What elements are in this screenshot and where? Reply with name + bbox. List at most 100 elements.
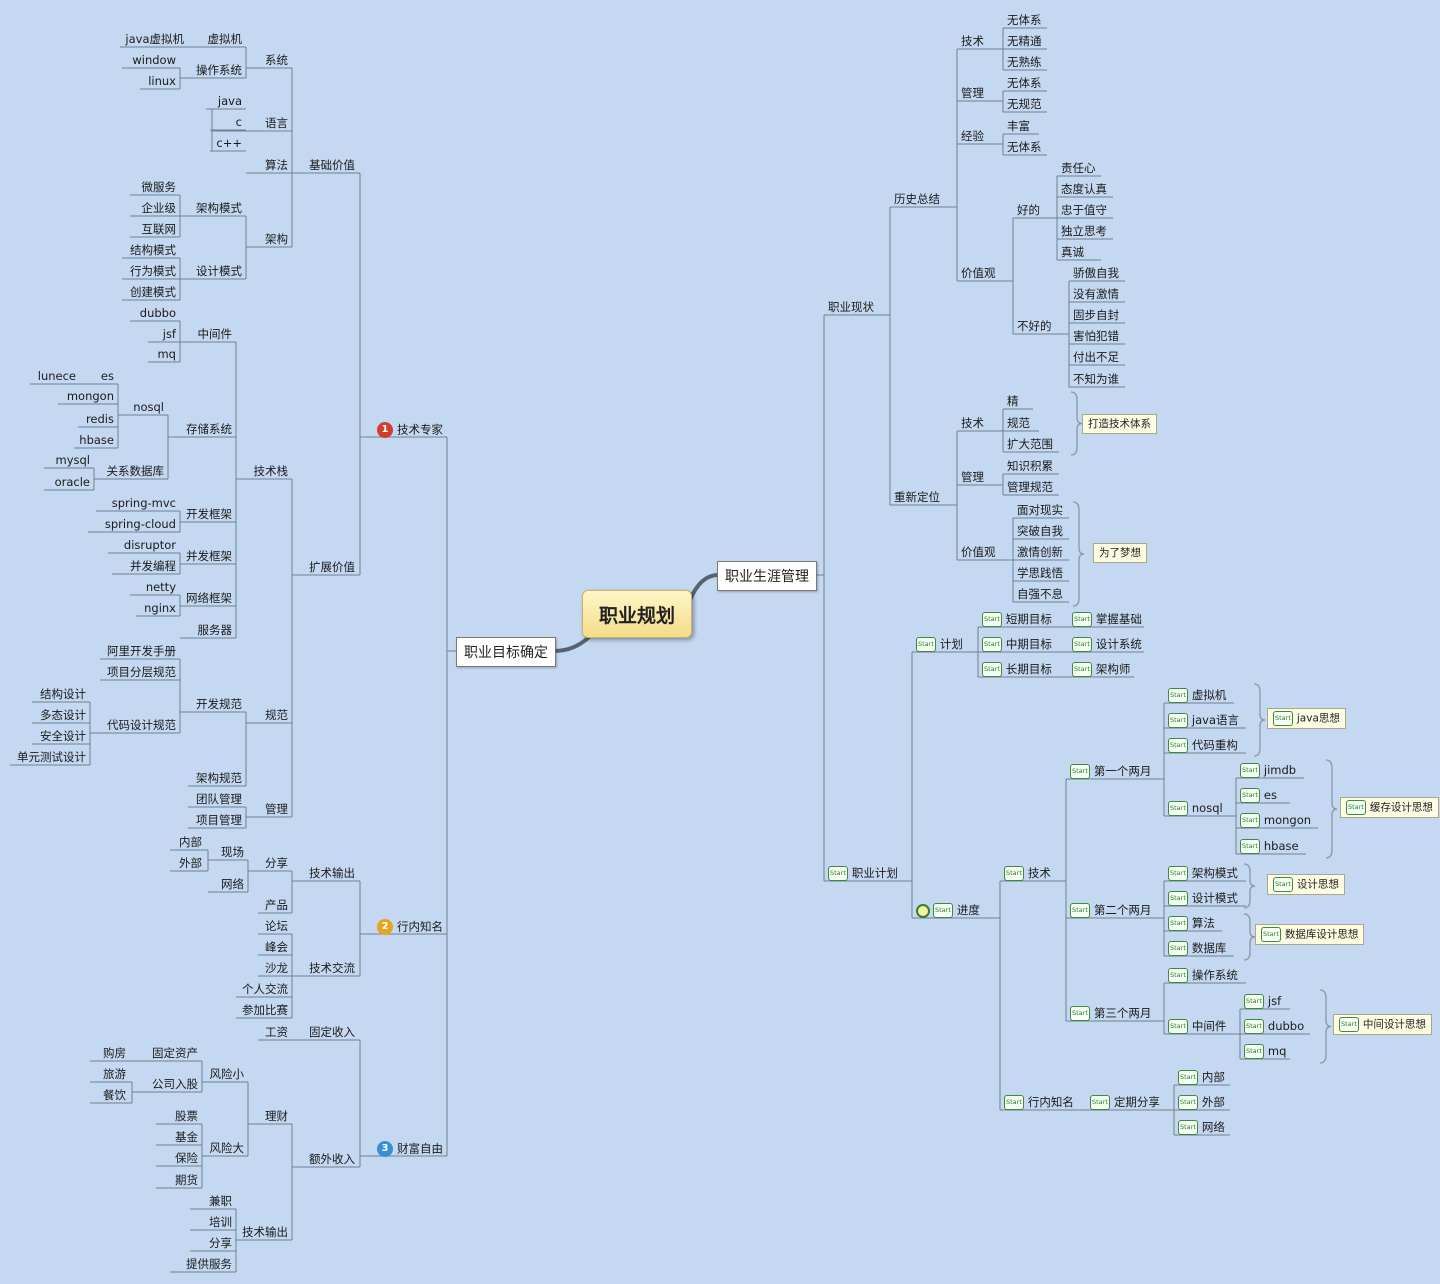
topic-node[interactable]: 中间件 bbox=[198, 327, 233, 341]
topic-node[interactable]: jsf bbox=[163, 327, 176, 341]
topic-node[interactable]: 技术栈 bbox=[254, 464, 289, 478]
topic-node[interactable]: java虚拟机 bbox=[125, 32, 184, 46]
topic-node[interactable]: 风险大 bbox=[210, 1141, 245, 1155]
topic-node[interactable]: 项目管理 bbox=[196, 813, 242, 827]
topic-node[interactable]: c bbox=[236, 115, 242, 129]
topic-node[interactable]: es bbox=[101, 369, 114, 383]
topic-node[interactable]: 并发框架 bbox=[186, 549, 232, 563]
topic-node[interactable]: 架构规范 bbox=[196, 771, 242, 785]
topic-node[interactable]: 行为模式 bbox=[130, 264, 176, 278]
topic-node[interactable]: 内部 bbox=[179, 835, 202, 849]
topic-node[interactable]: 虚拟机 bbox=[208, 32, 243, 46]
topic-node[interactable]: 语言 bbox=[265, 116, 288, 130]
topic-node[interactable]: 个人交流 bbox=[242, 982, 288, 996]
topic-node[interactable]: 丰富 bbox=[1007, 119, 1030, 133]
topic-node[interactable]: 企业级 bbox=[142, 201, 177, 215]
topic-node[interactable]: 单元测试设计 bbox=[17, 750, 86, 764]
topic-node[interactable]: 网络框架 bbox=[186, 591, 232, 605]
topic-node[interactable]: linux bbox=[148, 74, 176, 88]
topic-node[interactable]: 忠于值守 bbox=[1061, 203, 1107, 217]
topic-node[interactable]: 架构 bbox=[265, 232, 288, 246]
topic-node[interactable]: 好的 bbox=[1017, 203, 1040, 217]
topic-node[interactable]: 微服务 bbox=[142, 180, 177, 194]
topic-node[interactable]: 培训 bbox=[209, 1215, 232, 1229]
topic-node[interactable]: 学思践悟 bbox=[1017, 566, 1063, 580]
topic-node[interactable]: 激情创新 bbox=[1017, 545, 1063, 559]
topic-node[interactable]: 外部 bbox=[179, 856, 202, 870]
topic-node[interactable]: 扩展价值 bbox=[309, 560, 355, 574]
topic-node[interactable]: 无规范 bbox=[1007, 97, 1042, 111]
topic-node[interactable]: 技术 bbox=[961, 34, 984, 48]
topic-node[interactable]: c++ bbox=[216, 136, 242, 150]
topic-node[interactable]: 价值观 bbox=[961, 545, 996, 559]
topic-node[interactable]: 职业现状 bbox=[828, 300, 874, 314]
topic-node[interactable]: 基金 bbox=[175, 1130, 198, 1144]
topic-node[interactable]: 重新定位 bbox=[894, 490, 940, 504]
topic-node[interactable]: 旅游 bbox=[103, 1067, 126, 1081]
topic-node[interactable]: 无熟练 bbox=[1007, 55, 1042, 69]
topic-node[interactable]: 存储系统 bbox=[186, 422, 232, 436]
topic-node[interactable]: 技术输出 bbox=[242, 1225, 288, 1239]
topic-node[interactable]: redis bbox=[86, 412, 114, 426]
topic-node[interactable]: mq bbox=[157, 347, 176, 361]
topic-node[interactable]: 风险小 bbox=[210, 1067, 245, 1081]
topic-node[interactable]: 没有激情 bbox=[1073, 287, 1119, 301]
topic-node[interactable]: 历史总结 bbox=[894, 192, 940, 206]
topic-node[interactable]: 安全设计 bbox=[40, 729, 86, 743]
topic-node[interactable]: 项目分层规范 bbox=[107, 665, 176, 679]
topic-node[interactable]: 技术交流 bbox=[309, 961, 355, 975]
topic-node[interactable]: 扩大范围 bbox=[1007, 437, 1053, 451]
main-topic-goal[interactable]: 职业目标确定 bbox=[456, 637, 556, 667]
topic-node[interactable]: 分享 bbox=[209, 1236, 232, 1250]
root-topic[interactable]: 职业规划 bbox=[582, 590, 692, 638]
topic-node[interactable]: 不好的 bbox=[1017, 319, 1052, 333]
topic-node[interactable]: 价值观 bbox=[961, 266, 996, 280]
topic-node[interactable]: 沙龙 bbox=[265, 961, 288, 975]
topic-node[interactable]: 代码设计规范 bbox=[107, 718, 176, 732]
topic-node[interactable]: 服务器 bbox=[198, 623, 233, 637]
topic-node[interactable]: spring-cloud bbox=[105, 517, 176, 531]
topic-node[interactable]: 团队管理 bbox=[196, 792, 242, 806]
topic-node[interactable]: 工资 bbox=[265, 1025, 288, 1039]
topic-node[interactable]: dubbo bbox=[140, 306, 176, 320]
topic-node[interactable]: spring-mvc bbox=[112, 496, 176, 510]
topic-node[interactable]: 理财 bbox=[265, 1109, 288, 1123]
topic-node[interactable]: 规范 bbox=[1007, 416, 1030, 430]
topic-node[interactable]: 论坛 bbox=[265, 919, 288, 933]
topic-node[interactable]: netty bbox=[146, 580, 176, 594]
topic-node[interactable]: 创建模式 bbox=[130, 285, 176, 299]
topic-node[interactable]: 真诚 bbox=[1061, 245, 1084, 259]
topic-node[interactable]: 面对现实 bbox=[1017, 503, 1063, 517]
topic-node[interactable]: 算法 bbox=[265, 158, 288, 172]
topic-node[interactable]: 参加比赛 bbox=[242, 1003, 288, 1017]
topic-node[interactable]: 峰会 bbox=[265, 940, 288, 954]
topic-node[interactable]: disruptor bbox=[124, 538, 176, 552]
topic-node[interactable]: 网络 bbox=[221, 877, 244, 891]
topic-node[interactable]: 系统 bbox=[265, 53, 288, 67]
topic-node[interactable]: 设计模式 bbox=[196, 264, 242, 278]
topic-node[interactable]: mysql bbox=[56, 453, 91, 467]
topic-node[interactable]: 不知为谁 bbox=[1073, 372, 1119, 386]
topic-node[interactable]: 操作系统 bbox=[196, 63, 242, 77]
topic-node[interactable]: 多态设计 bbox=[40, 708, 86, 722]
